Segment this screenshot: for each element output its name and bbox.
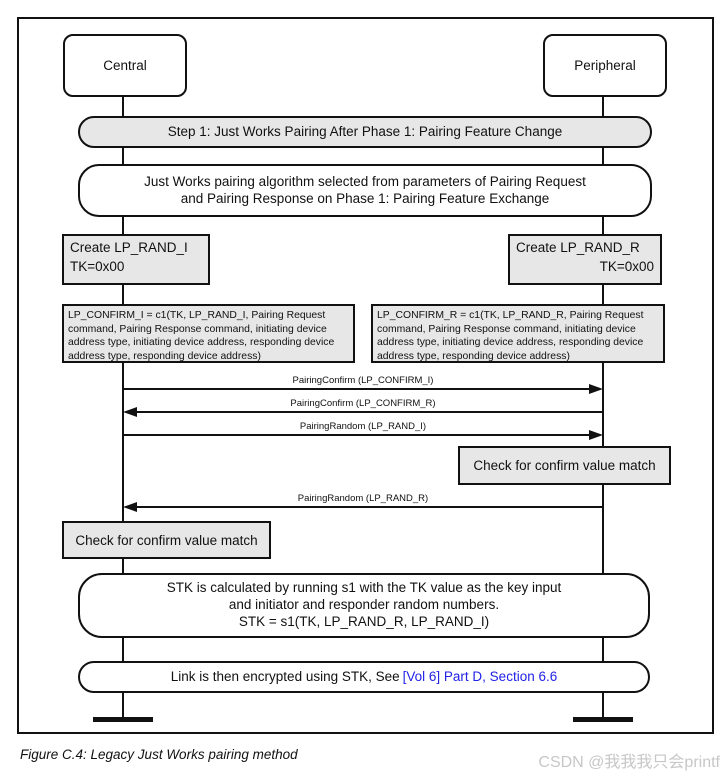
central-lifeline — [122, 93, 124, 718]
actor-central: Central — [63, 34, 187, 97]
arrowhead-right-icon — [589, 430, 603, 440]
check-confirm-match-right: Check for confirm value match — [458, 446, 671, 485]
message-arrow-pairing-confirm-r — [135, 411, 603, 413]
stk-note-line2: and initiator and responder random numbe… — [228, 597, 500, 613]
actor-central-label: Central — [103, 58, 147, 73]
algorithm-note-line2: and Pairing Response on Phase 1: Pairing… — [180, 190, 550, 206]
message-arrow-pairing-random-r — [135, 506, 603, 508]
create-lp-rand-r-line2: TK=0x00 — [599, 258, 654, 274]
vol6-partd-section-link[interactable]: [Vol 6] Part D, Section 6.6 — [402, 668, 558, 684]
message-label-pairing-random-r: PairingRandom (LP_RAND_R) — [297, 493, 429, 504]
create-lp-rand-i-line2: TK=0x00 — [70, 258, 125, 274]
create-lp-rand-i-line1: Create LP_RAND_I — [70, 240, 188, 255]
peripheral-lifeline-end — [573, 717, 633, 722]
arrowhead-right-icon — [589, 384, 603, 394]
lp-confirm-r-box: LP_CONFIRM_R = c1(TK, LP_RAND_R, Pairing… — [371, 304, 665, 363]
create-lp-rand-i-box: Create LP_RAND_I TK=0x00 — [62, 234, 210, 285]
actor-peripheral-label: Peripheral — [574, 58, 636, 73]
peripheral-lifeline — [602, 93, 604, 718]
actor-peripheral: Peripheral — [543, 34, 667, 97]
link-encrypted-text: Link is then encrypted using STK, See — [170, 668, 400, 684]
lp-confirm-i-text: LP_CONFIRM_I = c1(TK, LP_RAND_I, Pairing… — [68, 310, 335, 362]
csdn-watermark: CSDN @我我我只会printf — [538, 754, 720, 771]
message-label-pairing-random-i: PairingRandom (LP_RAND_I) — [299, 421, 427, 432]
message-label-pairing-confirm-i: PairingConfirm (LP_CONFIRM_I) — [292, 375, 434, 386]
stk-note-line1: STK is calculated by running s1 with the… — [166, 580, 562, 596]
arrowhead-left-icon — [123, 502, 137, 512]
create-lp-rand-r-line1: Create LP_RAND_R — [516, 240, 640, 255]
algorithm-note: Just Works pairing algorithm selected fr… — [78, 164, 652, 217]
check-confirm-match-left-text: Check for confirm value match — [75, 532, 258, 548]
step1-banner: Step 1: Just Works Pairing After Phase 1… — [78, 116, 652, 148]
message-label-pairing-confirm-r: PairingConfirm (LP_CONFIRM_R) — [290, 398, 436, 409]
algorithm-note-line1: Just Works pairing algorithm selected fr… — [144, 173, 586, 189]
lp-confirm-i-box: LP_CONFIRM_I = c1(TK, LP_RAND_I, Pairing… — [62, 304, 355, 363]
message-arrow-pairing-random-i — [123, 434, 591, 436]
central-lifeline-end — [93, 717, 153, 722]
arrowhead-left-icon — [123, 407, 137, 417]
check-confirm-match-right-text: Check for confirm value match — [473, 458, 656, 473]
stk-note: STK is calculated by running s1 with the… — [78, 573, 650, 638]
figure-caption: Figure C.4: Legacy Just Works pairing me… — [20, 747, 298, 762]
message-arrow-pairing-confirm-i — [123, 388, 591, 390]
link-encrypted-note: Link is then encrypted using STK, See [V… — [78, 661, 650, 693]
step1-banner-text: Step 1: Just Works Pairing After Phase 1… — [167, 123, 563, 139]
create-lp-rand-r-box: Create LP_RAND_R TK=0x00 — [508, 234, 662, 285]
lp-confirm-r-text: LP_CONFIRM_R = c1(TK, LP_RAND_R, Pairing… — [377, 310, 644, 362]
check-confirm-match-left: Check for confirm value match — [62, 521, 271, 559]
stk-note-line3: STK = s1(TK, LP_RAND_R, LP_RAND_I) — [238, 613, 490, 629]
